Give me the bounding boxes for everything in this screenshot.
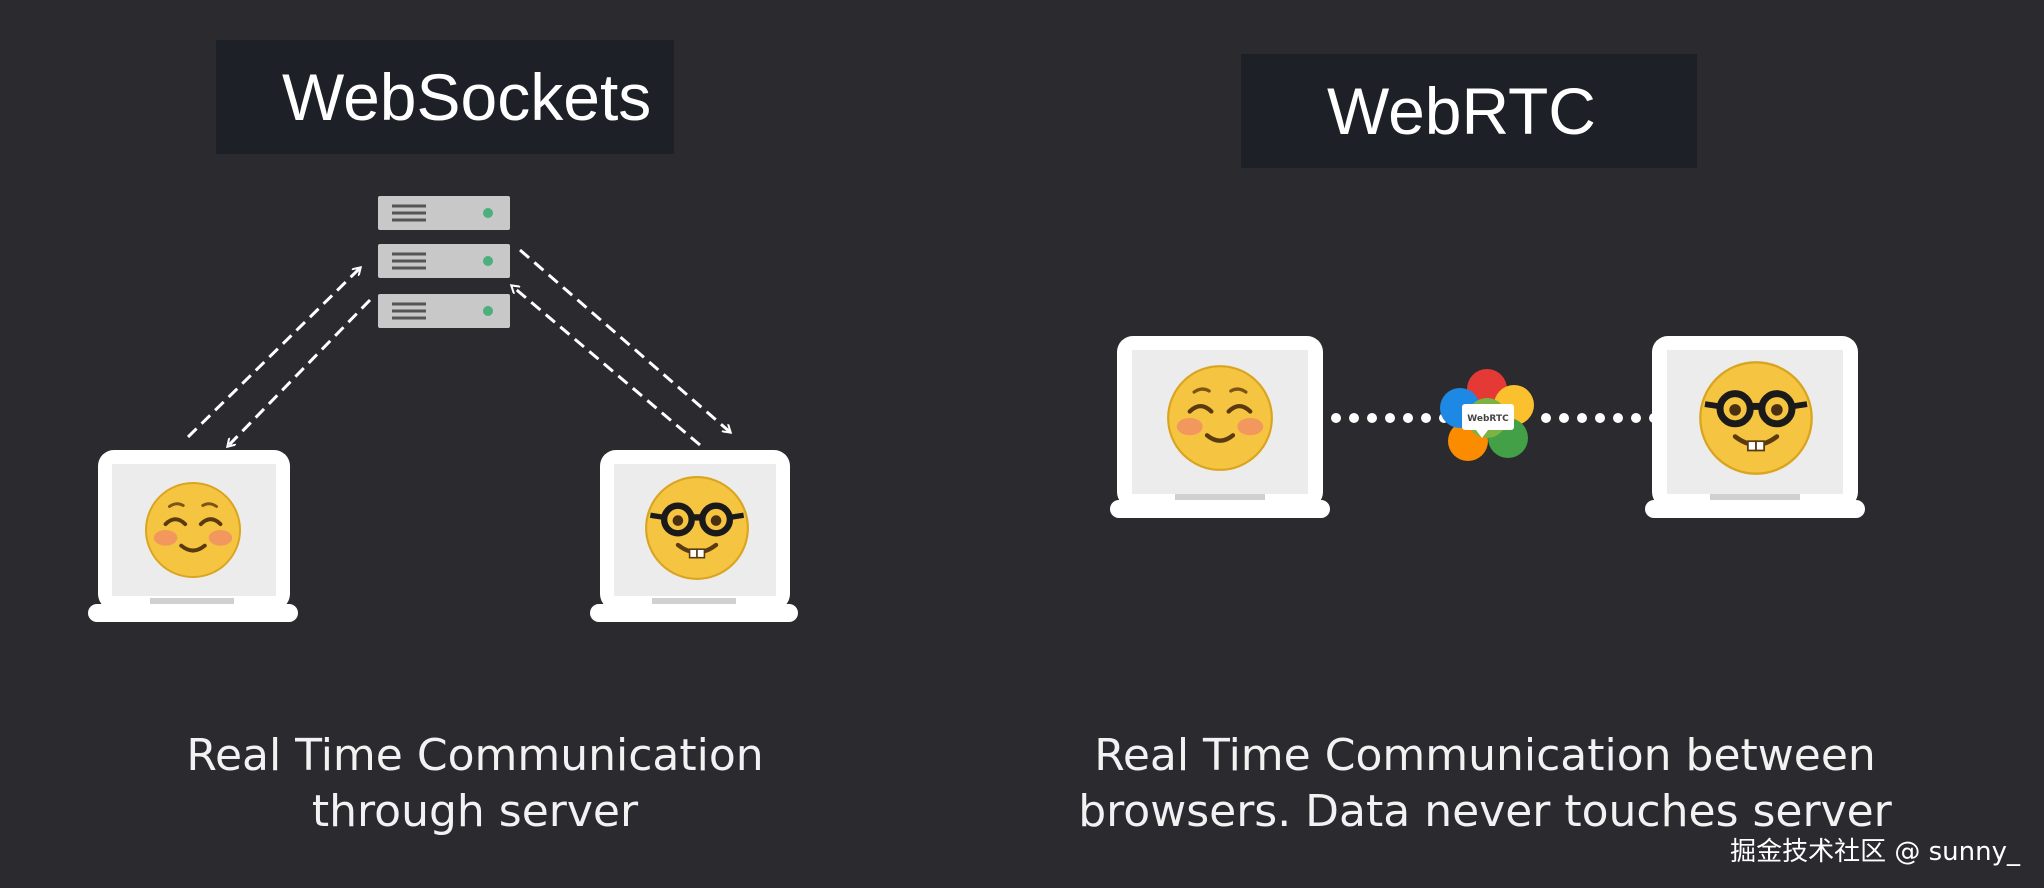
websockets-caption-line1: Real Time Communication — [186, 730, 764, 781]
webrtc-caption-line1: Real Time Communication between — [1094, 730, 1876, 781]
webrtc-title: WebRTC — [1241, 54, 1697, 168]
laptop-icon — [590, 450, 798, 622]
smiling-emoji-icon — [144, 481, 242, 579]
websockets-title: WebSockets — [216, 40, 674, 154]
nerd-emoji-icon — [1700, 362, 1811, 473]
arrow-right-down — [519, 248, 730, 432]
webrtc-title-text: WebRTC — [1327, 74, 1596, 148]
webrtc-logo-icon: WebRTC — [1440, 369, 1534, 461]
smiling-emoji-icon — [1168, 366, 1272, 470]
arrow-right-up — [512, 286, 701, 447]
server-rack-icon — [378, 196, 510, 328]
websockets-title-text: WebSockets — [282, 60, 652, 134]
server-unit — [378, 244, 510, 278]
server-unit — [378, 294, 510, 328]
websockets-caption: Real Time Communication through server — [125, 728, 825, 840]
laptop-icon — [88, 450, 298, 622]
laptop-icon — [1110, 336, 1330, 518]
webrtc-logo-text: WebRTC — [1467, 414, 1509, 424]
arrow-left-up — [186, 268, 360, 439]
webrtc-caption: Real Time Communication between browsers… — [1020, 728, 1950, 840]
p2p-dotted-links — [1331, 413, 1659, 423]
websocket-arrows — [186, 248, 730, 447]
laptop-icon — [1645, 336, 1865, 518]
watermark: 掘金技术社区 @ sunny_ — [1730, 837, 2020, 867]
nerd-emoji-icon — [646, 477, 748, 579]
arrow-left-down — [228, 298, 372, 446]
websockets-caption-line2: through server — [311, 786, 639, 837]
webrtc-caption-line2: browsers. Data never touches server — [1078, 786, 1892, 837]
server-unit — [378, 196, 510, 230]
